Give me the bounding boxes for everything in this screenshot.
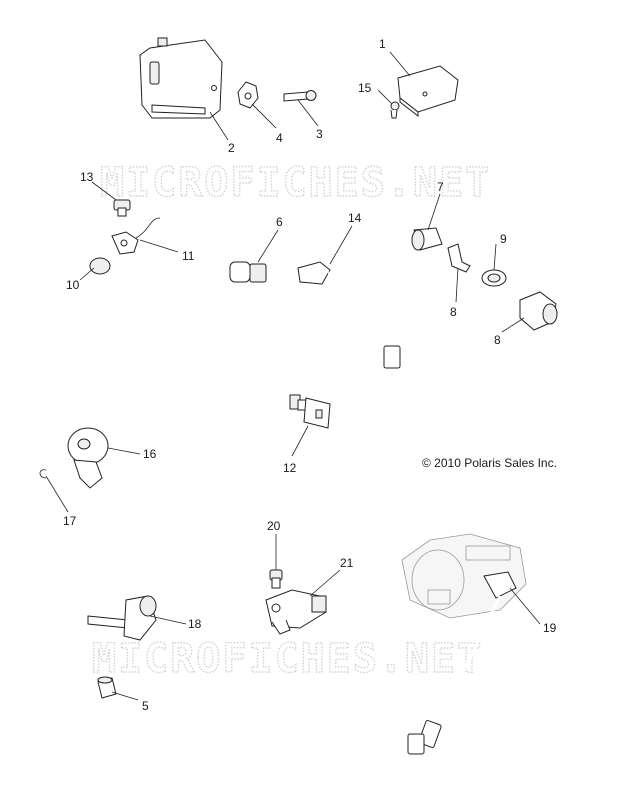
callout-11: 11 — [182, 249, 195, 263]
part-14-harness — [297, 261, 403, 369]
callout-9: 9 — [500, 232, 507, 246]
callout-12: 12 — [283, 461, 297, 475]
callout-18: 18 — [188, 617, 202, 631]
part-6-plug — [229, 261, 267, 283]
callout-21: 21 — [340, 556, 354, 570]
part-11-sensor — [111, 217, 161, 255]
callout-17: 17 — [63, 514, 77, 528]
part-21-map-sensor — [265, 589, 327, 635]
part-17-clip — [39, 469, 47, 479]
part-16-knock-sensor — [67, 427, 109, 489]
callout-13: 13 — [80, 170, 94, 184]
callout-7: 7 — [437, 180, 444, 194]
part-10-cap — [89, 257, 111, 275]
callout-14: 14 — [348, 211, 362, 225]
part-2-ecu-module — [139, 37, 223, 119]
callout-20: 20 — [267, 519, 281, 533]
callout-15: 15 — [358, 81, 372, 95]
part-20-bolt — [269, 569, 283, 589]
part-3-bolt — [283, 90, 317, 102]
callout-8-upper: 8 — [450, 305, 457, 319]
callout-6: 6 — [276, 215, 283, 229]
copyright-text: © 2010 Polaris Sales Inc. — [422, 456, 557, 470]
callout-4: 4 — [276, 131, 283, 145]
callout-2: 2 — [228, 141, 235, 155]
part-5-spacer — [97, 676, 117, 699]
leader-lines — [45, 51, 541, 701]
part-9-ring — [481, 269, 507, 287]
part-8-sensor — [519, 291, 558, 331]
callout-10: 10 — [66, 278, 80, 292]
part-15-screw — [390, 101, 400, 119]
watermark-top: MICROFICHES.NET — [100, 160, 491, 206]
callout-16: 16 — [143, 447, 157, 461]
part-8-bracket — [447, 243, 471, 273]
callout-1: 1 — [379, 37, 386, 51]
part-1-cover — [397, 65, 459, 118]
callout-3: 3 — [316, 127, 323, 141]
callout-labels: 1 2 3 4 5 6 7 8 8 9 10 11 12 13 14 15 16… — [63, 37, 557, 713]
callout-5: 5 — [142, 699, 149, 713]
callout-8-lower: 8 — [494, 333, 501, 347]
part-4-clip — [237, 81, 259, 109]
part-12-temp-sensor — [289, 394, 331, 429]
callout-19: 19 — [543, 621, 557, 635]
part-18-sensor — [87, 595, 157, 641]
part-13-bolt — [113, 199, 131, 217]
watermark-bottom: MICROFICHES.NET — [92, 636, 483, 682]
part-7-grommet — [411, 227, 443, 251]
part-19-throttle-assembly — [401, 533, 527, 755]
